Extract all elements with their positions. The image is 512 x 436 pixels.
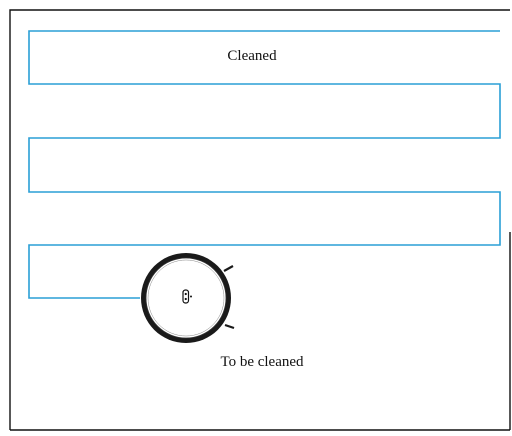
robot-vacuum-icon (141, 253, 235, 343)
side-brush-top (223, 265, 234, 272)
cleaned-label: Cleaned (227, 48, 277, 64)
side-brush-bottom (224, 323, 235, 330)
to-be-cleaned-label: To be cleaned (220, 354, 304, 370)
robot-top-inner-ring (147, 259, 225, 337)
room-frame (9, 9, 511, 431)
robot-button-icon (182, 289, 192, 304)
cleaning-path (28, 30, 501, 299)
